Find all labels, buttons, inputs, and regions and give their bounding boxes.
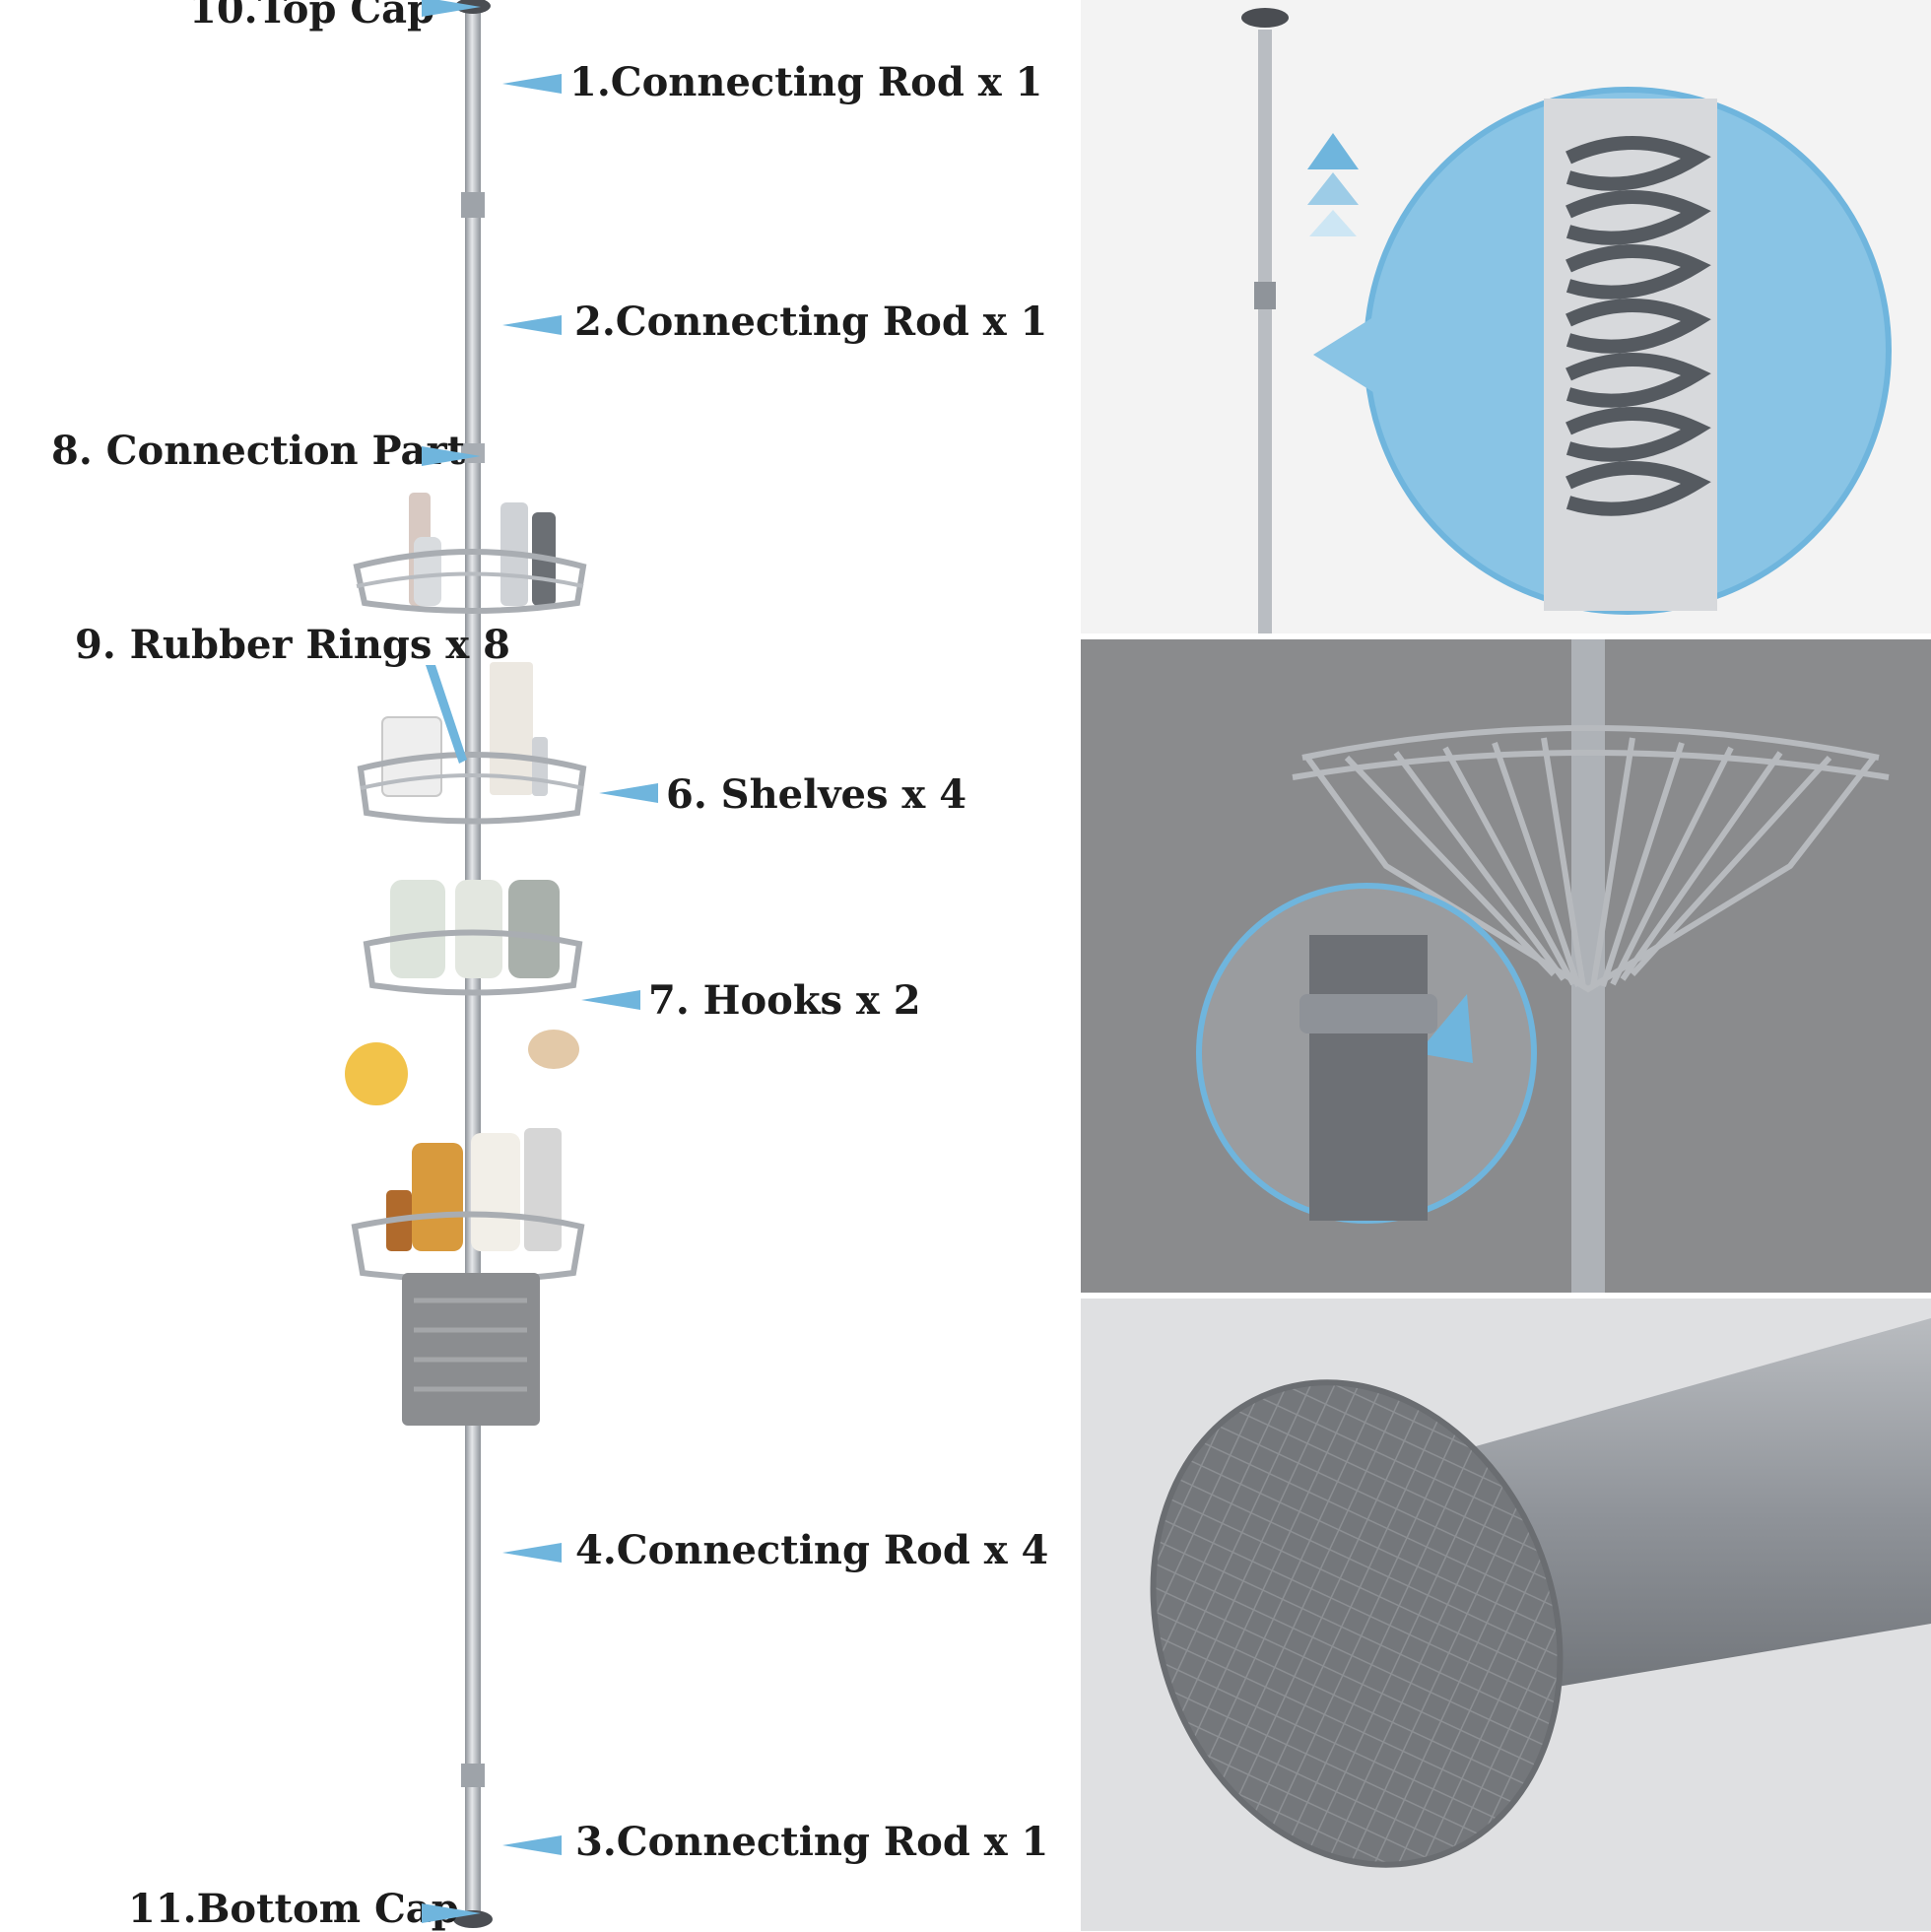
arrow-rod-2 (502, 315, 562, 335)
rod-joint (461, 192, 485, 218)
arrow-rod-1 (502, 74, 562, 94)
arrow-shelves (599, 783, 658, 803)
shelf-4-icon (351, 1128, 585, 1426)
shelf-wall-panel (1081, 639, 1931, 1293)
spring-icon (1565, 136, 1711, 516)
label-connection-part: 8. Connection Part (51, 428, 465, 474)
arrow-top-cap (422, 0, 481, 17)
wire-shelf-icon (1292, 725, 1890, 993)
rod-joint (461, 1764, 485, 1787)
spring-detail-panel (1081, 0, 1931, 633)
brush-icon (528, 1030, 579, 1069)
label-bottom-cap: 11.Bottom Cap (128, 1886, 459, 1932)
label-hooks: 7. Hooks x 2 (648, 977, 921, 1024)
arrow-connection-part (422, 446, 481, 466)
up-arrows-icon (1307, 133, 1359, 236)
shelf-1-icon (353, 493, 587, 614)
label-rod-3: 3.Connecting Rod x 1 (575, 1819, 1049, 1865)
arrow-rod-3 (502, 1835, 562, 1855)
shelf-3-icon (345, 880, 583, 1105)
label-shelves: 6. Shelves x 4 (666, 771, 967, 818)
rubber-ring-icon (1309, 935, 1428, 1221)
label-rubber-rings: 9. Rubber Rings x 8 (75, 622, 510, 668)
bottom-cap-panel (1081, 1299, 1931, 1931)
sponge-icon (345, 1042, 408, 1105)
shelf-2-icon (357, 662, 587, 825)
label-rod-2: 2.Connecting Rod x 1 (574, 299, 1048, 345)
top-cap-icon (1241, 8, 1289, 28)
arrow-rubber-rings (426, 665, 467, 764)
pole-illustration (345, 0, 587, 1928)
bottom-cap-pad-icon (1150, 1379, 1564, 1868)
arrow-hooks (581, 990, 640, 1010)
arrow-rod-4 (502, 1543, 562, 1563)
label-rod-1: 1.Connecting Rod x 1 (569, 59, 1043, 105)
label-top-cap: 10.Top Cap (189, 0, 435, 33)
label-rod-4: 4.Connecting Rod x 4 (575, 1527, 1049, 1573)
arrow-bottom-cap (422, 1903, 481, 1923)
towel-icon (402, 1273, 540, 1426)
